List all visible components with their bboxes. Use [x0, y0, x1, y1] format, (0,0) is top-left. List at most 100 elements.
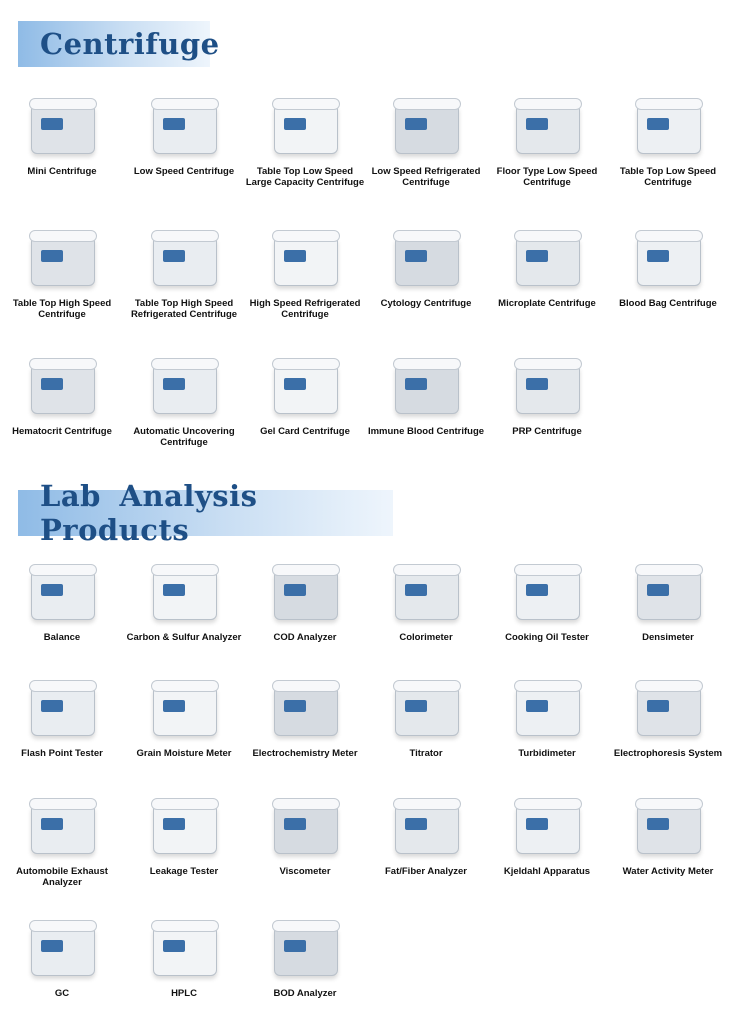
product-item[interactable]: Cooking Oil Tester — [487, 556, 607, 643]
product-item[interactable]: Turbidimeter — [487, 672, 607, 759]
product-item[interactable]: Electrophoresis System — [608, 672, 728, 759]
product-item[interactable]: COD Analyzer — [245, 556, 365, 643]
product-image — [262, 912, 348, 982]
product-label: Low Speed Refrigerated Centrifuge — [371, 166, 481, 188]
product-image — [383, 350, 469, 420]
product-item[interactable]: Blood Bag Centrifuge — [608, 222, 728, 309]
product-label: Densimeter — [642, 632, 694, 643]
product-item[interactable]: Electrochemistry Meter — [245, 672, 365, 759]
product-item[interactable]: BOD Analyzer — [245, 912, 365, 999]
product-item[interactable]: PRP Centrifuge — [487, 350, 607, 437]
product-image — [504, 790, 590, 860]
product-item[interactable]: Mini Centrifuge — [2, 90, 122, 177]
section-banner-centrifuge: Centrifuge — [18, 21, 219, 67]
product-item[interactable]: Automobile Exhaust Analyzer — [2, 790, 122, 888]
product-item[interactable]: Titrator — [366, 672, 486, 759]
product-image — [262, 350, 348, 420]
product-label: Gel Card Centrifuge — [260, 426, 350, 437]
product-item[interactable]: Balance — [2, 556, 122, 643]
product-image — [504, 556, 590, 626]
product-item[interactable]: Table Top Low Speed Large Capacity Centr… — [245, 90, 365, 188]
product-image — [504, 222, 590, 292]
product-image — [504, 672, 590, 742]
product-image — [625, 556, 711, 626]
product-item[interactable]: Immune Blood Centrifuge — [366, 350, 486, 437]
product-label: Low Speed Centrifuge — [133, 166, 235, 177]
product-item[interactable]: Fat/Fiber Analyzer — [366, 790, 486, 877]
product-image — [19, 556, 105, 626]
product-item[interactable]: Viscometer — [245, 790, 365, 877]
product-item[interactable]: Grain Moisture Meter — [124, 672, 244, 759]
product-image — [625, 790, 711, 860]
product-image — [504, 90, 590, 160]
product-image — [141, 790, 227, 860]
product-item[interactable]: GC — [2, 912, 122, 999]
product-item[interactable]: Leakage Tester — [124, 790, 244, 877]
section-title: Centrifuge — [40, 27, 220, 61]
product-label: Leakage Tester — [149, 866, 219, 877]
product-image — [625, 222, 711, 292]
product-label: Fat/Fiber Analyzer — [384, 866, 467, 877]
product-label: GC — [54, 988, 70, 999]
product-item[interactable]: Carbon & Sulfur Analyzer — [124, 556, 244, 643]
product-label: Colorimeter — [399, 632, 453, 643]
product-label: Microplate Centrifuge — [498, 298, 596, 309]
product-image — [19, 672, 105, 742]
product-item[interactable]: Densimeter — [608, 556, 728, 643]
product-item[interactable]: High Speed Refrigerated Centrifuge — [245, 222, 365, 320]
product-item[interactable]: Hematocrit Centrifuge — [2, 350, 122, 437]
product-item[interactable]: Automatic Uncovering Centrifuge — [124, 350, 244, 448]
product-item[interactable]: Low Speed Centrifuge — [124, 90, 244, 177]
product-label: Table Top Low Speed Large Capacity Centr… — [245, 166, 365, 188]
product-label: Carbon & Sulfur Analyzer — [126, 632, 242, 643]
product-image — [625, 90, 711, 160]
product-image — [383, 222, 469, 292]
product-label: Hematocrit Centrifuge — [12, 426, 112, 437]
product-label: COD Analyzer — [273, 632, 337, 643]
product-image — [262, 556, 348, 626]
product-label: Electrophoresis System — [613, 748, 723, 759]
product-label: Turbidimeter — [518, 748, 576, 759]
product-label: Floor Type Low Speed Centrifuge — [496, 166, 598, 188]
product-label: Cytology Centrifuge — [380, 298, 472, 309]
product-item[interactable]: Kjeldahl Apparatus — [487, 790, 607, 877]
product-item[interactable]: Floor Type Low Speed Centrifuge — [487, 90, 607, 188]
product-item[interactable]: Colorimeter — [366, 556, 486, 643]
product-label: Mini Centrifuge — [27, 166, 97, 177]
product-item[interactable]: Cytology Centrifuge — [366, 222, 486, 309]
product-image — [141, 222, 227, 292]
product-item[interactable]: Low Speed Refrigerated Centrifuge — [366, 90, 486, 188]
product-image — [383, 90, 469, 160]
product-label: HPLC — [171, 988, 197, 999]
product-item[interactable]: HPLC — [124, 912, 244, 999]
product-item[interactable]: Gel Card Centrifuge — [245, 350, 365, 437]
product-image — [262, 222, 348, 292]
product-label: High Speed Refrigerated Centrifuge — [249, 298, 361, 320]
product-label: Viscometer — [279, 866, 331, 877]
product-label: Grain Moisture Meter — [136, 748, 232, 759]
product-image — [504, 350, 590, 420]
product-label: Cooking Oil Tester — [505, 632, 589, 643]
product-item[interactable]: Table Top High Speed Refrigerated Centri… — [124, 222, 244, 320]
product-label: Table Top Low Speed Centrifuge — [619, 166, 717, 188]
product-item[interactable]: Table Top Low Speed Centrifuge — [608, 90, 728, 188]
product-item[interactable]: Table Top High Speed Centrifuge — [2, 222, 122, 320]
product-image — [383, 556, 469, 626]
product-label: Balance — [43, 632, 81, 643]
product-item[interactable]: Water Activity Meter — [608, 790, 728, 877]
product-label: Water Activity Meter — [622, 866, 714, 877]
product-image — [383, 672, 469, 742]
product-image — [141, 556, 227, 626]
product-item[interactable]: Microplate Centrifuge — [487, 222, 607, 309]
product-image — [141, 350, 227, 420]
product-image — [625, 672, 711, 742]
product-label: Automatic Uncovering Centrifuge — [133, 426, 235, 448]
product-label: Kjeldahl Apparatus — [503, 866, 591, 877]
product-item[interactable]: Flash Point Tester — [2, 672, 122, 759]
product-label: Table Top High Speed Refrigerated Centri… — [130, 298, 238, 320]
product-label: Automobile Exhaust Analyzer — [16, 866, 108, 888]
product-label: Flash Point Tester — [21, 748, 103, 759]
product-label: Immune Blood Centrifuge — [367, 426, 485, 437]
product-image — [262, 90, 348, 160]
product-label: Titrator — [409, 748, 443, 759]
